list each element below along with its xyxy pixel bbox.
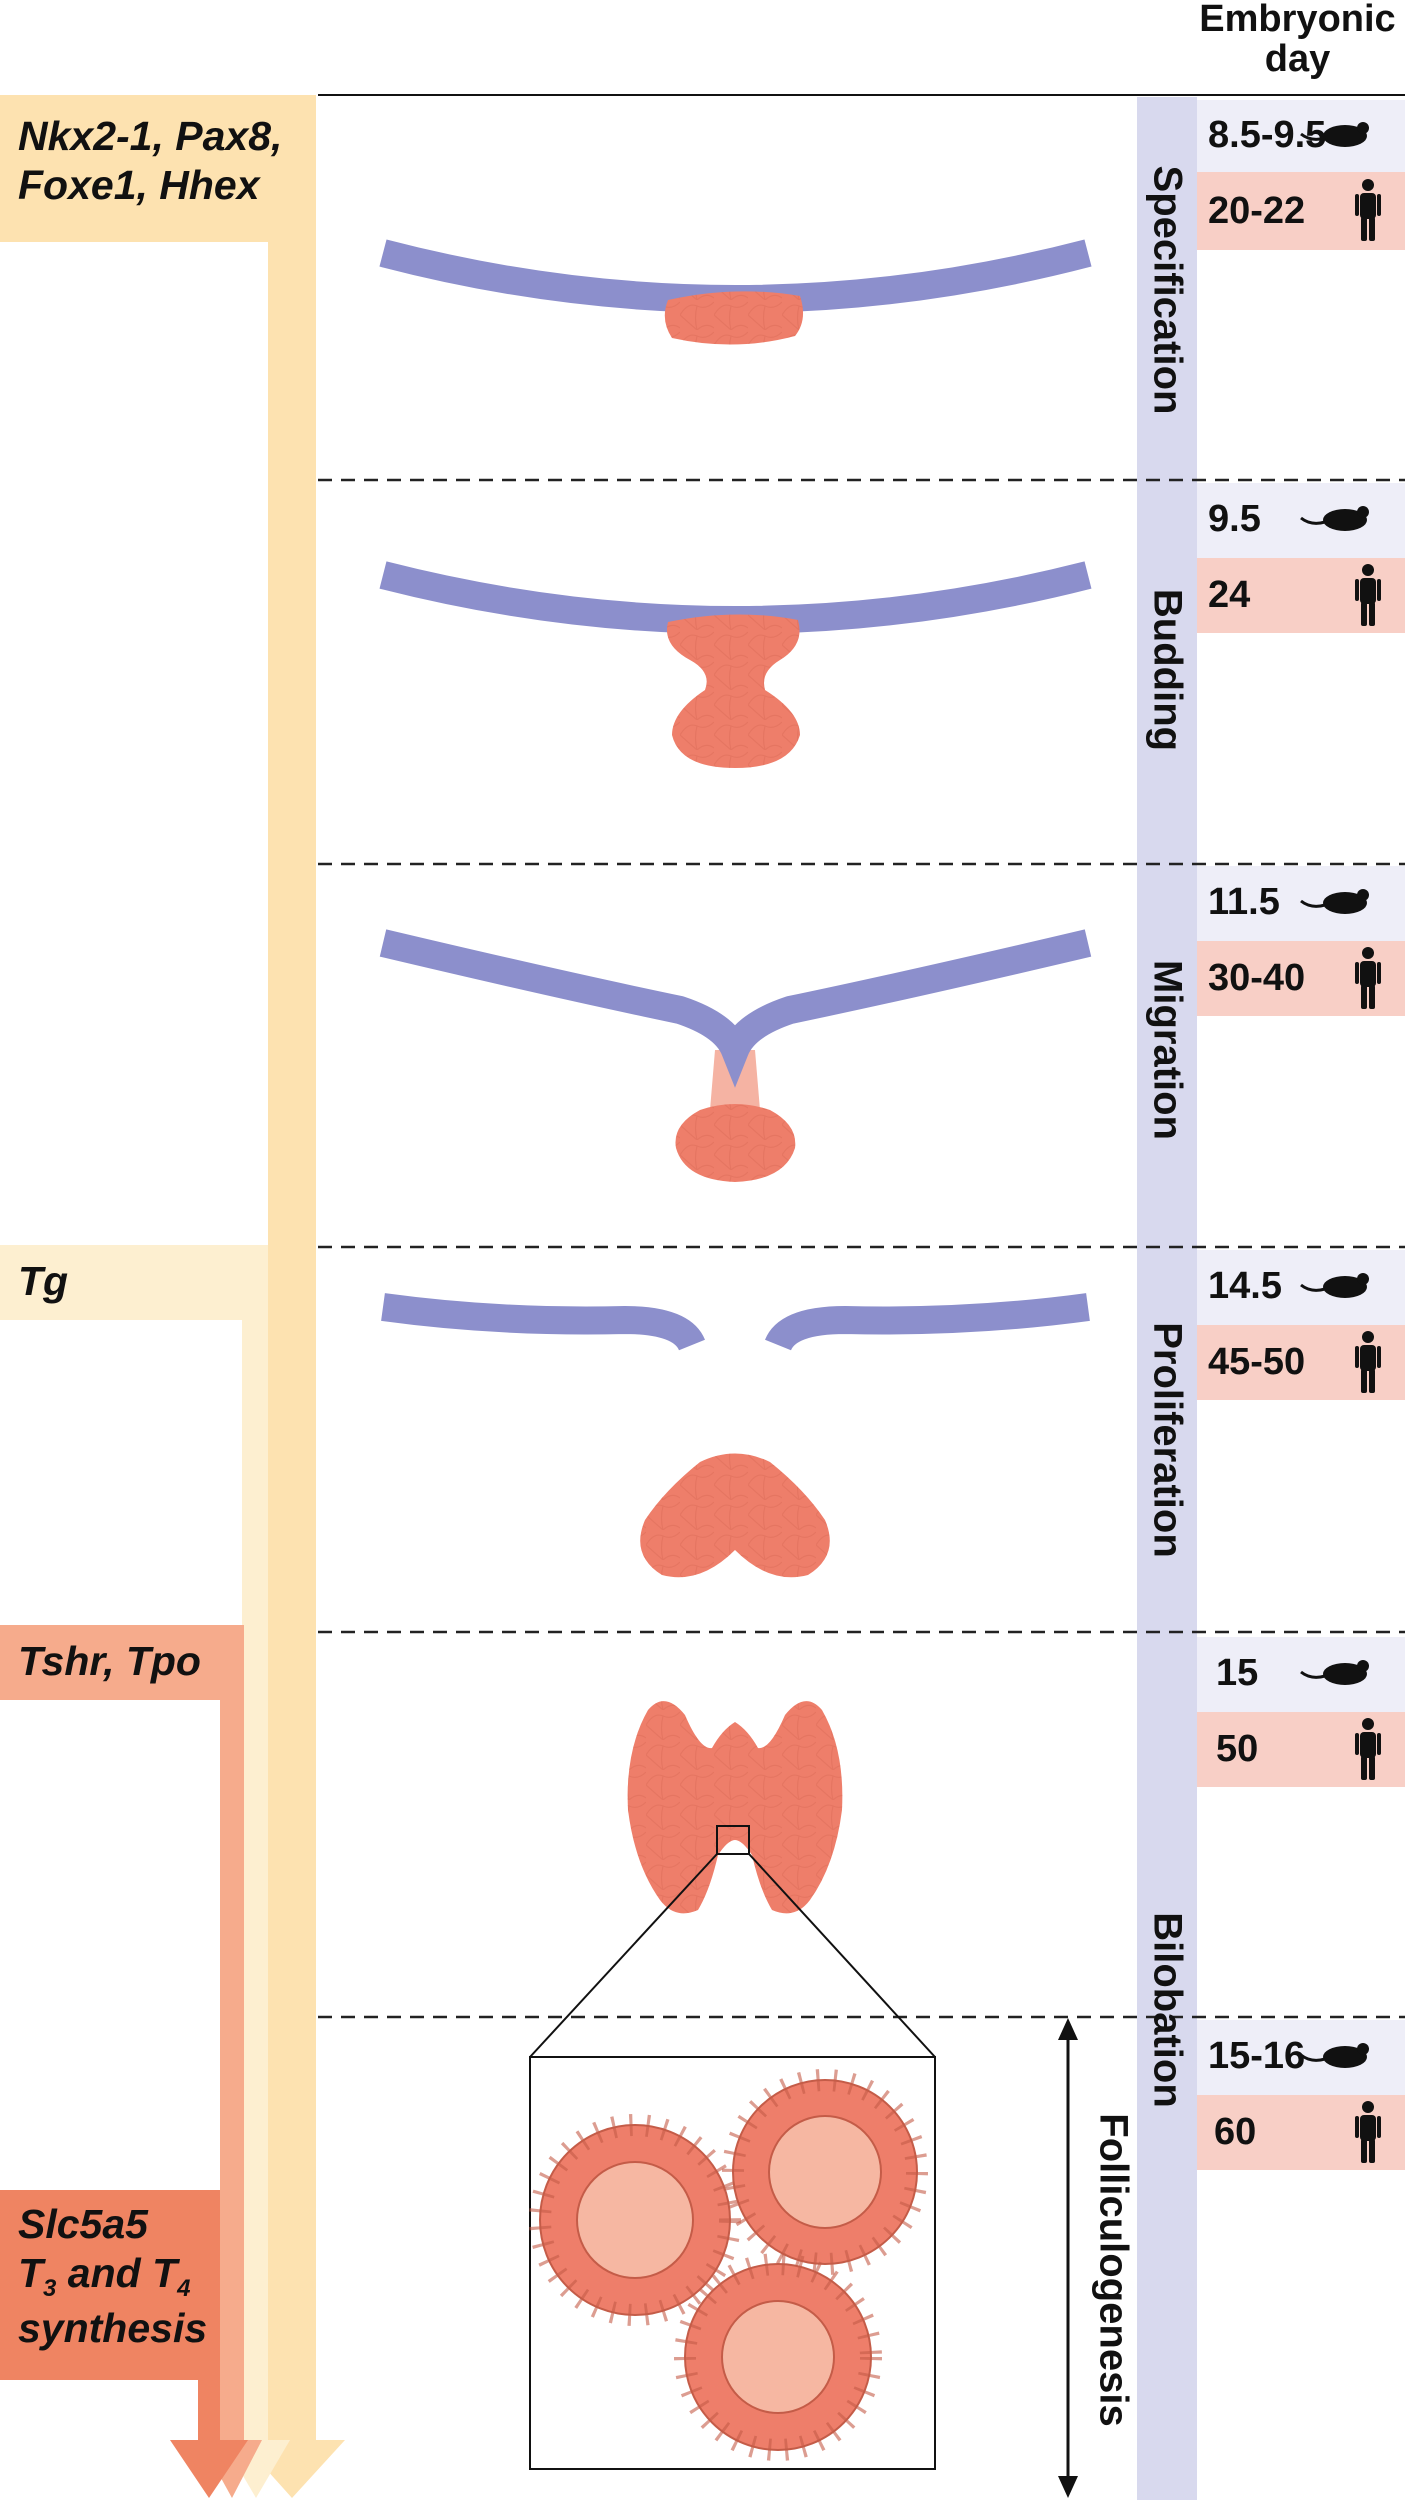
human-day-migration: 30-40 <box>1208 957 1306 999</box>
human-icon <box>1355 179 1381 2163</box>
stage-label-folliculogenesis: Folliculogenesis <box>1091 2113 1136 2427</box>
gene-label-slc5a5-line2: T3 and T4 <box>18 2250 191 2303</box>
gene-label-slc5a5: Slc5a5 T3 and T4 synthesis <box>18 2200 207 2353</box>
specification-illustration <box>379 239 1092 345</box>
gene-box-tg <box>0 1245 268 1320</box>
migration-illustration <box>379 929 1092 1182</box>
stage-label-migration: Migration <box>1145 960 1190 1140</box>
human-day-proliferation: 45-50 <box>1208 1341 1306 1383</box>
gene-arrow-slc5a5 <box>170 2380 248 2498</box>
stage-label-budding: Budding <box>1145 588 1190 752</box>
mouse-day-folliculogenesis: 15-16 <box>1208 2035 1306 2077</box>
folliculogenesis-range-arrow <box>1058 2018 1078 2498</box>
embryonic-day-header: Embryonic day <box>1190 0 1405 80</box>
stage-bar <box>1137 97 1197 2500</box>
stage-label-specification: Specification <box>1145 165 1190 415</box>
mouse-day-specification: 8.5-9.5 <box>1208 114 1327 156</box>
gene-box-nkx2-1 <box>0 95 316 242</box>
gene-label-tshr-tpo: Tshr, Tpo <box>18 1638 201 1684</box>
mouse-icon <box>1300 122 1369 2068</box>
bilobation-illustration <box>529 1701 936 2058</box>
gene-label-nkx2-1: Nkx2-1, Pax8, Foxe1, Hhex <box>18 112 282 210</box>
day-rows <box>1197 100 1405 2170</box>
human-day-specification: 20-22 <box>1208 190 1306 232</box>
mouse-day-bilobation: 15 <box>1216 1652 1259 1694</box>
follicle-3 <box>674 2253 882 2461</box>
gene-box-tshr <box>0 1625 244 1700</box>
gene-label-tg: Tg <box>18 1258 69 1304</box>
follicle-2 <box>722 2069 928 2275</box>
follicle-zoom-box <box>529 2056 936 2470</box>
human-day-bilobation: 50 <box>1216 1728 1259 1770</box>
header-line1: Embryonic <box>1199 0 1396 40</box>
gene-box-slc5a5 <box>0 2190 220 2380</box>
gene-label-slc5a5-line3: synthesis <box>18 2305 208 2352</box>
gene-label-line1: Nkx2-1, Pax8, <box>18 113 283 159</box>
proliferation-illustration <box>381 1293 1090 1578</box>
mouse-day-proliferation: 14.5 <box>1208 1265 1282 1307</box>
header-line2: day <box>1264 37 1331 80</box>
stage-label-proliferation: Proliferation <box>1145 1322 1190 1558</box>
gene-label-line2: Foxe1, Hhex <box>18 162 260 209</box>
stage-separators <box>318 478 1405 2019</box>
mouse-day-migration: 11.5 <box>1208 881 1280 923</box>
gene-label-slc5a5-line1: Slc5a5 <box>18 2201 148 2247</box>
mouse-day-budding: 9.5 <box>1208 498 1261 540</box>
stage-label-bilobation: Bilobation <box>1145 1912 1190 2108</box>
follicle-1 <box>529 2114 741 2326</box>
budding-illustration <box>379 561 1092 768</box>
human-day-budding: 24 <box>1208 574 1251 616</box>
human-day-folliculogenesis: 60 <box>1214 2111 1257 2153</box>
